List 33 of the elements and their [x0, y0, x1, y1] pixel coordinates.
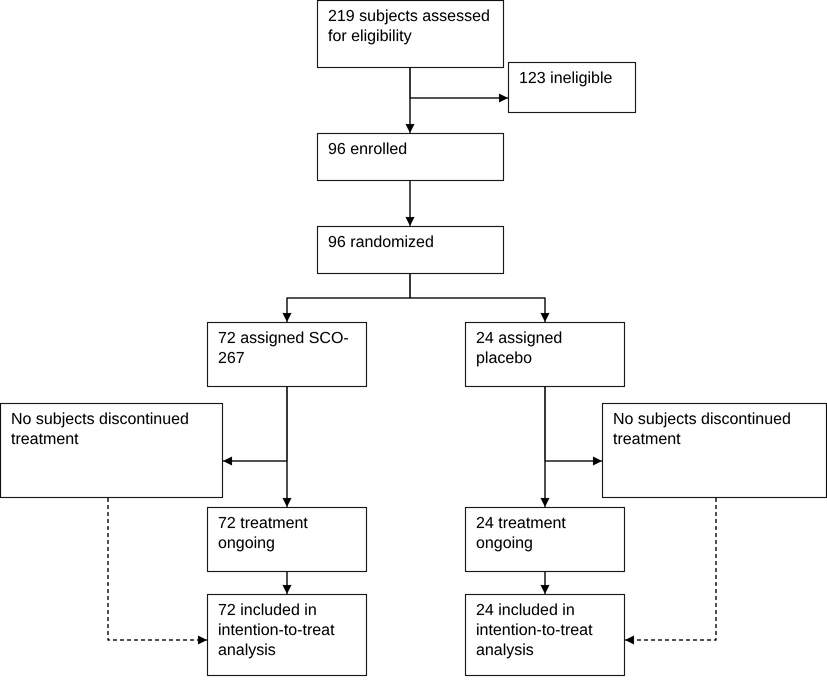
box-text: 24 assigned placebo [476, 329, 564, 369]
box-text: No subjects discontinued treatment [11, 410, 190, 450]
process-box [207, 594, 367, 676]
arrow [409, 274, 550, 322]
arrow [405, 181, 415, 226]
arrow [540, 572, 550, 594]
box-text: 24 treatment ongoing [476, 514, 567, 554]
process-box [207, 507, 367, 572]
arrow [544, 387, 602, 466]
box-text: 72 included in intention-to-treat analysis [218, 601, 336, 661]
arrow [625, 498, 717, 645]
box-text: 24 included in intention-to-treat analysis [476, 601, 594, 661]
process-box [317, 133, 504, 181]
process-box [465, 507, 625, 572]
arrow [107, 498, 207, 645]
process-box [465, 322, 625, 387]
process-box [317, 226, 504, 274]
box-text: 123 ineligible [519, 69, 614, 89]
process-box [317, 0, 504, 68]
process-box [508, 62, 636, 113]
process-box [0, 403, 223, 498]
box-text: 72 assigned SCO-267 [218, 329, 350, 369]
box-text: 72 treatment ongoing [218, 514, 309, 554]
box-text: 219 subjects assessed for eligibility [328, 7, 491, 47]
box-text: 96 randomized [328, 233, 435, 253]
box-text: 96 enrolled [328, 140, 408, 160]
process-box [602, 403, 827, 498]
arrow [282, 572, 292, 594]
process-box [465, 594, 625, 676]
arrow [409, 68, 508, 103]
box-text: No subjects discontinued treatment [613, 410, 792, 450]
arrow [223, 387, 288, 466]
process-box [207, 322, 367, 387]
